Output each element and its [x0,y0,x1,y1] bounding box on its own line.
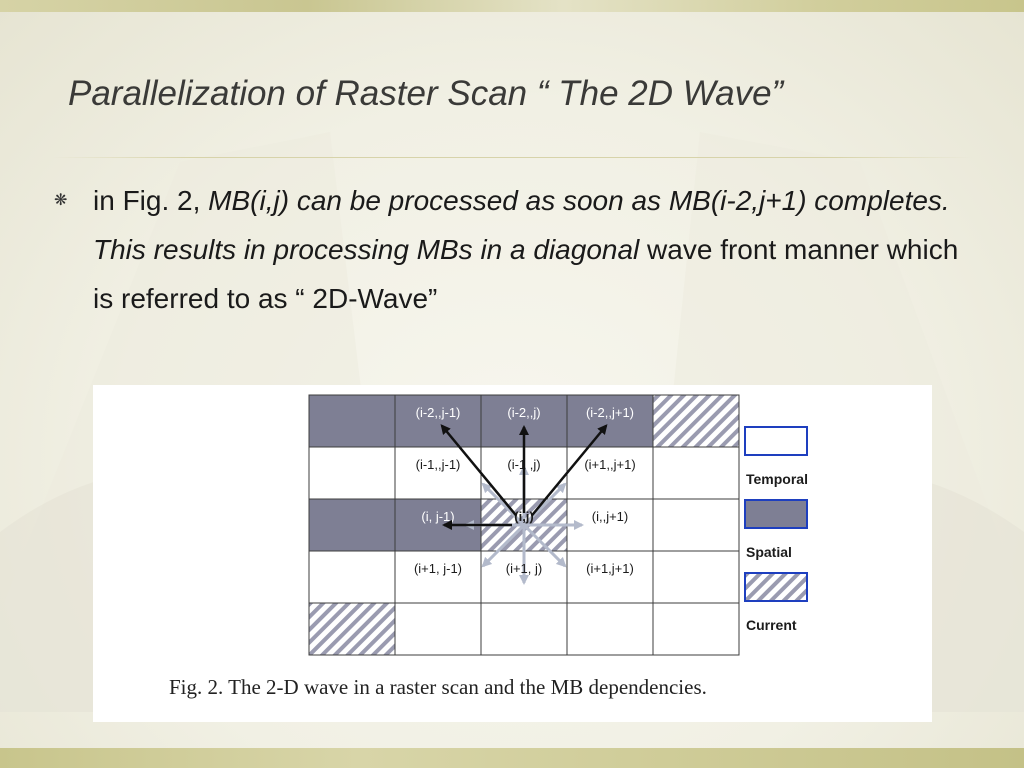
cell-label: (i+1,,j+1) [584,457,635,472]
neighbor-arrow [522,482,567,527]
bullet-text-part-3: wave front manner which is referred to a… [93,234,959,314]
grid-cell-spatial [308,498,396,552]
neighbor-arrow [481,523,526,568]
grid-cell-temporal [652,446,740,500]
cell-label: (i,j) [514,509,534,524]
grid-cell-temporal [308,550,396,604]
asterisk-bullet-icon: ❋ [54,192,68,209]
cell-label: (i, j-1) [421,509,454,524]
cell-label: (i,,j+1) [592,509,628,524]
cell-label: (i-2,,j-1) [416,405,461,420]
grid-cell-temporal [394,550,482,604]
grid-cell-temporal [652,550,740,604]
wave-diagram: (i-2,,j-1) (i-2,,j) (i-2,,j+1) (i-1,,j-1) (i… [308,394,808,656]
cell-label: (i-2,,j+1) [586,405,634,420]
grid-cell-temporal [566,550,654,604]
slide-title: Parallelization of Raster Scan “ The 2D … [68,74,784,113]
dependency-arrow [530,424,608,517]
grid-cell-temporal [652,498,740,552]
cell-labels: (i-2,,j-1) (i-2,,j) (i-2,,j+1) (i-1,,j-1) (i… [414,405,636,576]
legend-label: Temporal [746,471,808,487]
neighbor-arrows [464,465,584,585]
dependency-arrows [440,424,608,530]
cell-label: (i-1,,j-1) [416,457,461,472]
grid-cell-current [652,394,740,448]
grid-cell-spatial [566,394,654,448]
dependency-arrow [440,424,518,517]
legend-label: Spatial [746,544,792,560]
legend-swatch-spatial [744,499,808,529]
grid-cell-temporal [308,446,396,500]
legend-label: Current [746,617,797,633]
cell-label: (i-2,,j) [507,405,540,420]
bullet-text-part-1: in Fig. 2, [93,185,209,216]
grid-cells [308,394,740,656]
grid-cell-spatial [394,394,482,448]
grid-cell-spatial [308,394,396,448]
legend-swatch-temporal [744,426,808,456]
grid-cell-temporal [652,602,740,656]
neighbor-arrow [481,482,526,527]
cell-label: (i+1, j-1) [414,561,462,576]
bullet-text: in Fig. 2, MB(i,j) can be processed as s… [93,176,963,323]
figure-caption: Fig. 2. The 2-D wave in a raster scan an… [169,675,707,699]
figure-panel: (i-2,,j-1) (i-2,,j) (i-2,,j+1) (i-1,,j-1) (i… [93,385,932,722]
top-decorative-band [0,0,1024,12]
grid-cell-current [308,602,396,656]
grid-cell-temporal [394,446,482,500]
grid-cell-temporal [480,602,568,656]
cell-label: (i+1, j) [506,561,542,576]
title-divider [52,157,972,158]
legend-swatch-current [744,572,808,602]
grid-cell-temporal [566,446,654,500]
grid-cell-temporal [394,602,482,656]
neighbor-arrow [522,523,567,568]
cell-label: (i+1,j+1) [586,561,634,576]
bullet-text-part-2: MB(i,j) can be processed as soon as MB(i… [93,185,950,265]
bottom-decorative-band [0,748,1024,768]
grid-cell-temporal [566,602,654,656]
